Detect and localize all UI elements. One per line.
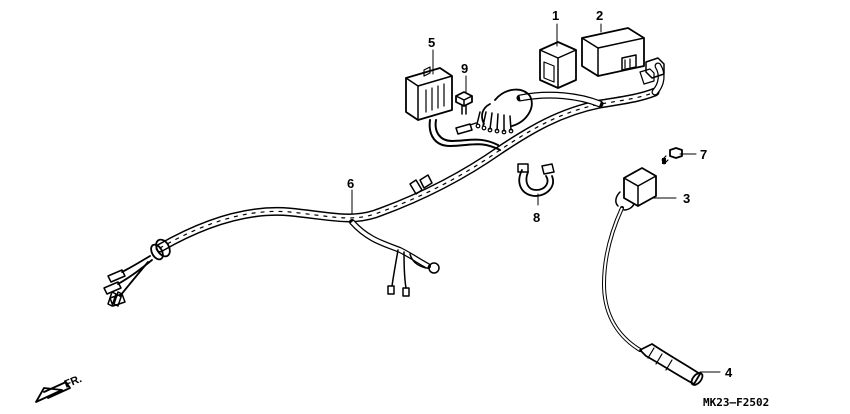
part-2-control-unit: [581, 27, 665, 85]
wire-harness: [103, 62, 665, 307]
harness-coupler: [475, 88, 533, 135]
label-part-8: 8: [533, 210, 540, 225]
leader-lines: [351, 23, 721, 373]
part-5-regulator: [405, 66, 477, 135]
label-part-7: 7: [700, 147, 707, 162]
label-part-3: 3: [683, 191, 690, 206]
label-part-6: 6: [347, 176, 354, 191]
front-direction-arrow: FR.: [35, 373, 84, 403]
part-3-ignition-coil: [602, 167, 657, 352]
part-7-screw: [661, 147, 683, 165]
label-part-9: 9: [461, 61, 468, 76]
label-part-5: 5: [428, 35, 435, 50]
drawing-code: MK23—F2502: [703, 396, 769, 409]
label-part-4: 4: [725, 365, 733, 380]
part-9-bolt: [455, 91, 473, 115]
front-label: FR.: [63, 373, 84, 391]
part-8-clamp: [517, 163, 555, 197]
label-part-2: 2: [596, 8, 603, 23]
part-1-box: [539, 41, 577, 89]
label-part-1: 1: [552, 8, 559, 23]
part-labels: 1 2 3 4 5 6 7 8 9: [347, 8, 733, 380]
part-4-plug-cap: [639, 343, 704, 386]
